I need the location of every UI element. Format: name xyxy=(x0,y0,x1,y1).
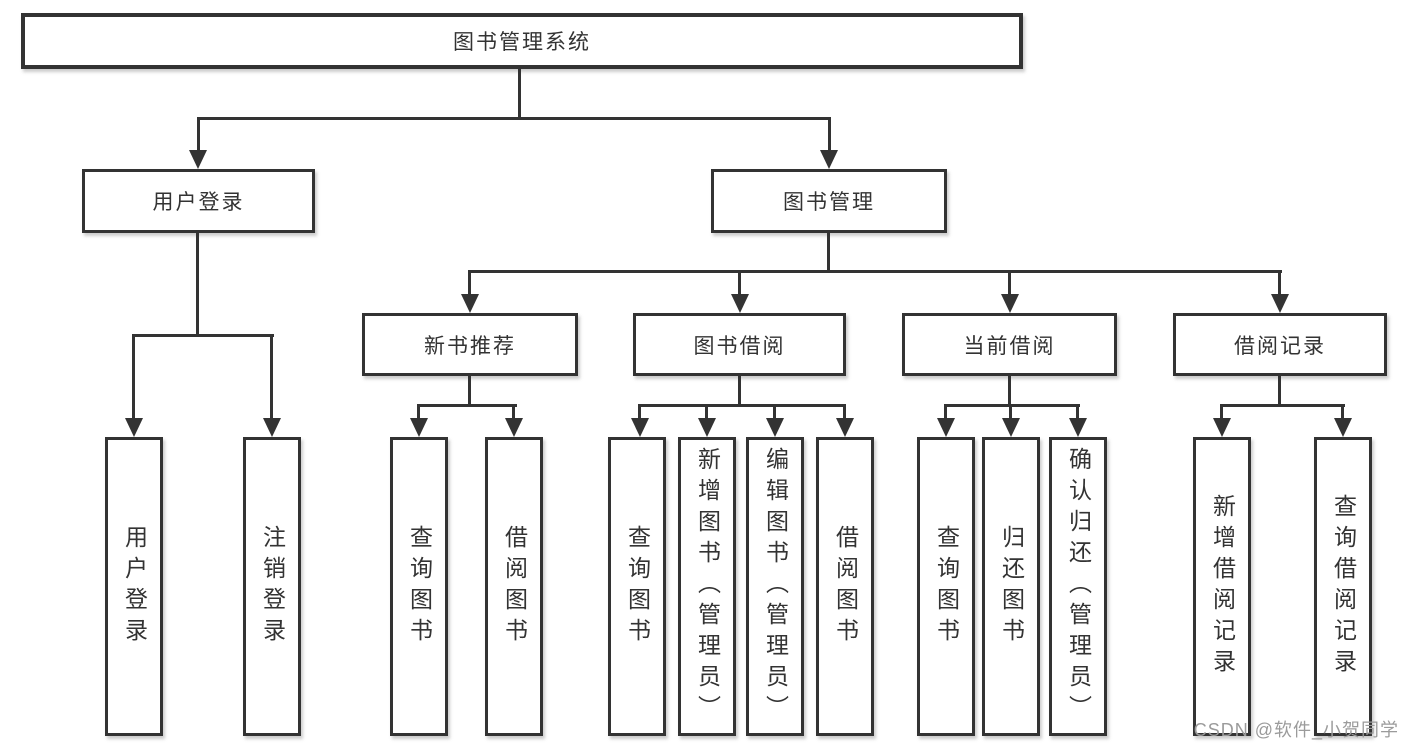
leaf-cb-confirm-return-admin-label: 确认归还（管理员） xyxy=(1065,447,1092,726)
connector-to-leaf-nb-query xyxy=(417,404,420,420)
node-book-mgmt-label: 图书管理 xyxy=(783,191,875,214)
arrowhead-leaf-nb-query xyxy=(410,418,428,437)
leaf-nb-borrow-books-label: 借阅图书 xyxy=(501,524,528,649)
leaf-bb-add-books-admin-label: 新增图书（管理员） xyxy=(694,447,721,726)
arrowhead-book-mgmt xyxy=(820,150,838,169)
arrowhead-leaf-bb-borrow xyxy=(836,418,854,437)
node-borrow-record-label: 借阅记录 xyxy=(1234,334,1326,358)
connector-to-leaf-cb-query xyxy=(944,404,947,420)
connector-book-borrow-stem xyxy=(738,376,741,407)
connector-to-leaf-nb-borrow xyxy=(512,404,515,420)
node-root-label: 图书管理系统 xyxy=(453,31,591,54)
leaf-logout: 注销登录 xyxy=(243,437,301,736)
connector-to-leaf-bb-add xyxy=(705,404,708,420)
leaf-br-query-record: 查询借阅记录 xyxy=(1314,437,1372,736)
leaf-user-login: 用户登录 xyxy=(105,437,163,736)
connector-new-book-rec-crossbar xyxy=(417,404,517,407)
connector-to-leaf-br-query xyxy=(1341,404,1344,420)
csdn-watermark: CSDN @软件_小贺同学 xyxy=(1193,720,1399,740)
arrowhead-leaf-cb-confirm xyxy=(1069,418,1087,437)
leaf-user-login-label: 用户登录 xyxy=(121,524,148,649)
connector-borrow-record-stem xyxy=(1278,376,1281,407)
arrowhead-book-borrow xyxy=(731,294,749,313)
node-new-book-rec: 新书推荐 xyxy=(362,313,578,376)
leaf-bb-add-books-admin: 新增图书（管理员） xyxy=(678,437,736,736)
leaf-nb-borrow-books: 借阅图书 xyxy=(485,437,543,736)
leaf-cb-return-books: 归还图书 xyxy=(982,437,1040,736)
connector-new-book-rec-stem xyxy=(468,376,471,407)
connector-to-leaf-br-add xyxy=(1220,404,1223,420)
connector-current-borrow-stem xyxy=(1008,376,1011,407)
connector-borrow-record-crossbar xyxy=(1220,404,1345,407)
connector-to-leaf-bb-edit xyxy=(773,404,776,420)
leaf-bb-borrow-books-label: 借阅图书 xyxy=(832,524,859,649)
leaf-nb-query-books: 查询图书 xyxy=(390,437,448,736)
leaf-logout-label: 注销登录 xyxy=(259,524,286,649)
arrowhead-leaf-bb-edit xyxy=(766,418,784,437)
node-borrow-record: 借阅记录 xyxy=(1173,313,1387,376)
leaf-bb-edit-books-admin: 编辑图书（管理员） xyxy=(746,437,804,736)
leaf-bb-borrow-books: 借阅图书 xyxy=(816,437,874,736)
connector-to-leaf-cb-confirm xyxy=(1076,404,1079,420)
arrowhead-borrow-record xyxy=(1271,294,1289,313)
leaf-bb-query-books: 查询图书 xyxy=(608,437,666,736)
arrowhead-leaf-nb-borrow xyxy=(505,418,523,437)
connector-book-mgmt-stem xyxy=(827,233,830,272)
connector-to-user-login xyxy=(197,117,200,152)
connector-root-crossbar xyxy=(197,117,831,120)
arrowhead-leaf-cb-return xyxy=(1002,418,1020,437)
node-book-borrow: 图书借阅 xyxy=(633,313,846,376)
arrowhead-new-book-rec xyxy=(461,294,479,313)
leaf-cb-return-books-label: 归还图书 xyxy=(998,524,1025,649)
arrowhead-leaf-bb-query xyxy=(631,418,649,437)
connector-to-current-borrow xyxy=(1008,270,1011,296)
node-user-login-label: 用户登录 xyxy=(152,191,245,214)
leaf-cb-confirm-return-admin: 确认归还（管理员） xyxy=(1049,437,1107,736)
connector-to-leaf-logout xyxy=(270,334,273,419)
connector-to-leaf-bb-borrow xyxy=(843,404,846,420)
node-current-borrow-label: 当前借阅 xyxy=(963,334,1056,358)
connector-to-new-book-rec xyxy=(468,270,471,296)
leaf-nb-query-books-label: 查询图书 xyxy=(406,524,433,649)
node-book-mgmt: 图书管理 xyxy=(711,169,947,233)
node-current-borrow: 当前借阅 xyxy=(902,313,1117,376)
arrowhead-leaf-bb-add xyxy=(698,418,716,437)
node-root: 图书管理系统 xyxy=(21,13,1023,69)
connector-book-mgmt-crossbar xyxy=(469,270,1282,273)
arrowhead-leaf-logout xyxy=(263,418,281,437)
connector-to-book-mgmt xyxy=(828,117,831,152)
connector-book-borrow-crossbar xyxy=(638,404,845,407)
arrowhead-user-login xyxy=(189,150,207,169)
arrowhead-leaf-cb-query xyxy=(937,418,955,437)
connector-user-login-stem xyxy=(196,233,199,336)
arrowhead-leaf-login xyxy=(125,418,143,437)
node-book-borrow-label: 图书借阅 xyxy=(693,334,786,358)
connector-root-stem xyxy=(518,69,521,120)
node-new-book-rec-label: 新书推荐 xyxy=(424,334,516,358)
arrowhead-current-borrow xyxy=(1001,294,1019,313)
leaf-bb-edit-books-admin-label: 编辑图书（管理员） xyxy=(762,447,789,726)
leaf-cb-query-books: 查询图书 xyxy=(917,437,975,736)
connector-user-login-crossbar xyxy=(133,334,274,337)
connector-to-leaf-login xyxy=(132,334,135,419)
leaf-br-add-record-label: 新增借阅记录 xyxy=(1209,493,1236,680)
connector-to-borrow-record xyxy=(1278,270,1281,296)
connector-to-book-borrow xyxy=(738,270,741,296)
node-user-login: 用户登录 xyxy=(82,169,315,233)
leaf-br-add-record: 新增借阅记录 xyxy=(1193,437,1251,736)
connector-to-leaf-bb-query xyxy=(638,404,641,420)
leaf-bb-query-books-label: 查询图书 xyxy=(624,524,651,649)
arrowhead-leaf-br-query xyxy=(1334,418,1352,437)
connector-to-leaf-cb-return xyxy=(1009,404,1012,420)
leaf-br-query-record-label: 查询借阅记录 xyxy=(1330,493,1357,680)
leaf-cb-query-books-label: 查询图书 xyxy=(933,524,960,649)
connector-current-borrow-crossbar xyxy=(944,404,1080,407)
arrowhead-leaf-br-add xyxy=(1213,418,1231,437)
